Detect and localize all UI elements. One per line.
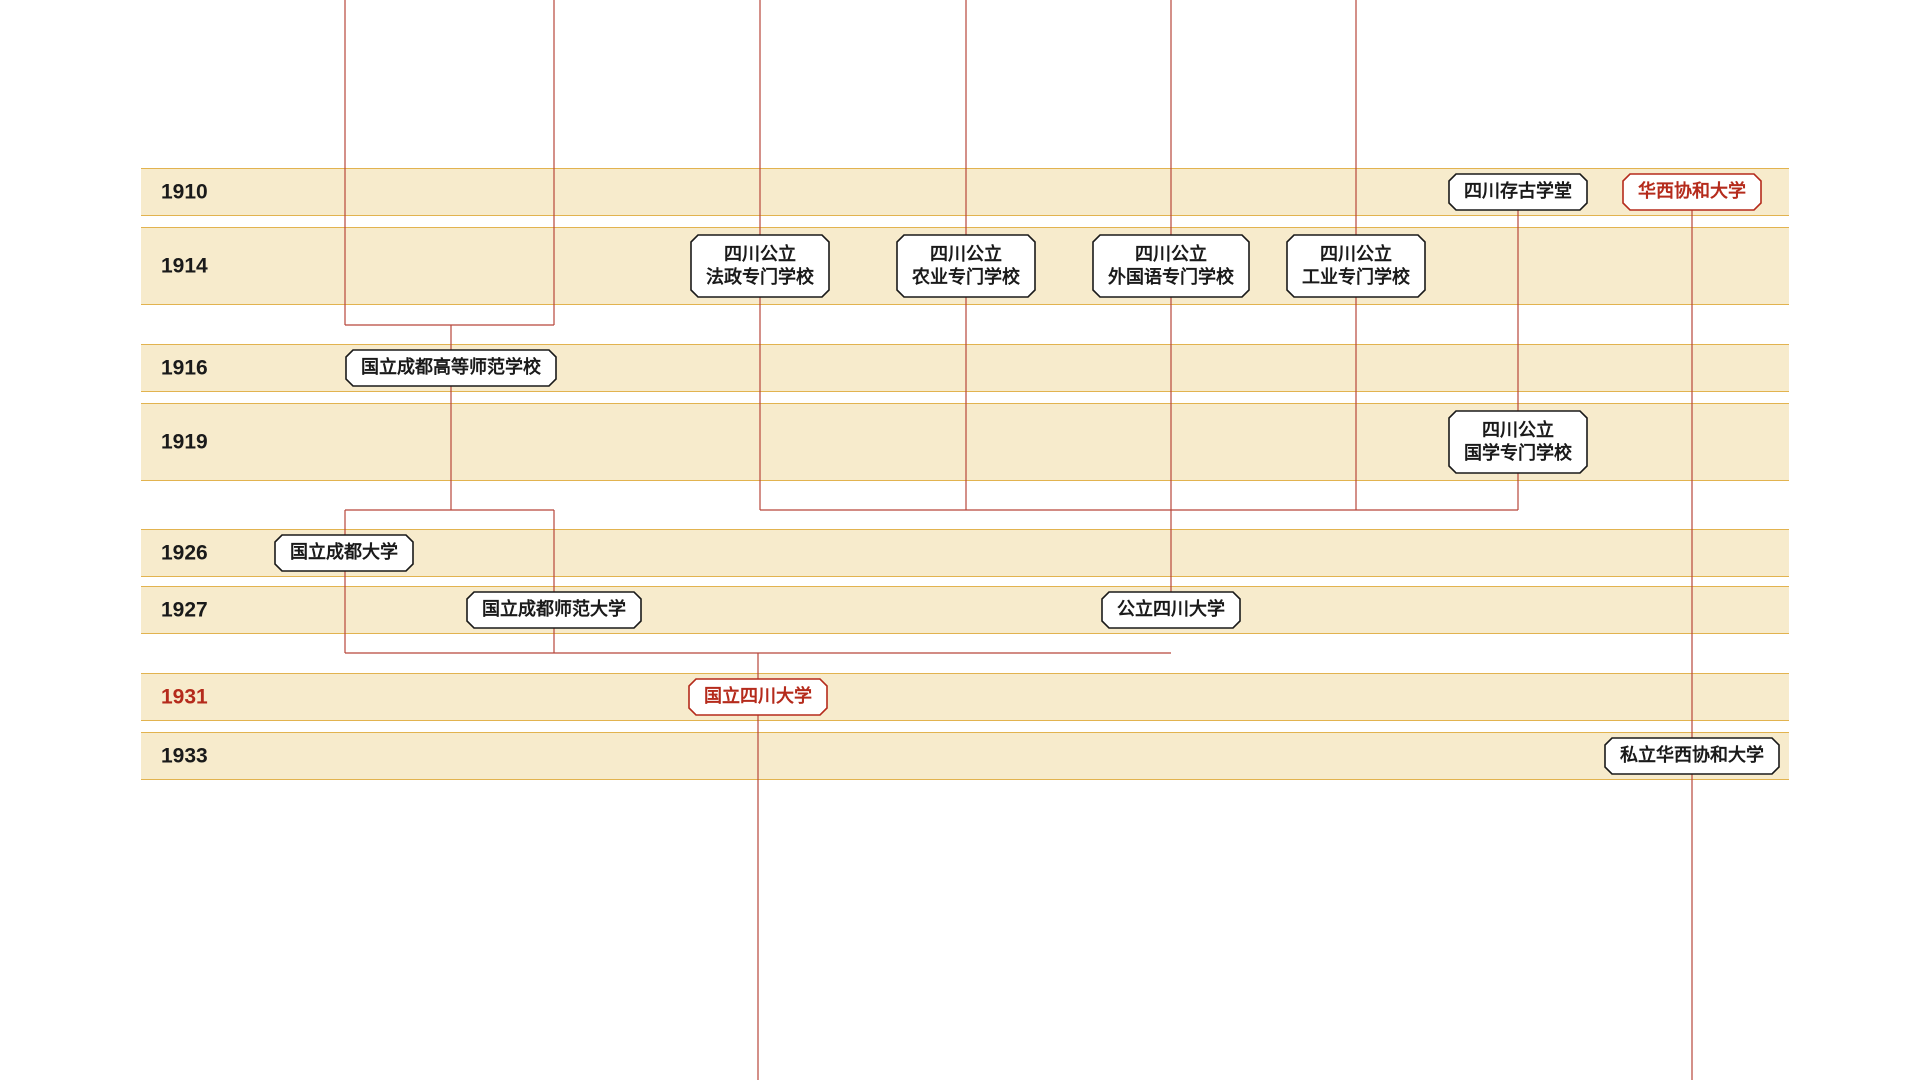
institution-node-fazheng: 四川公立法政专门学校 — [690, 234, 830, 298]
institution-name: 国立四川大学 — [689, 679, 827, 715]
institution-node-sili-huaxi: 私立华西协和大学 — [1604, 737, 1780, 775]
institution-node-nongye: 四川公立农业专门学校 — [896, 234, 1036, 298]
label-frame — [1448, 410, 1588, 474]
institution-name: 四川公立农业专门学校 — [897, 235, 1035, 297]
year-label-1914: 1914 — [161, 254, 208, 278]
institution-name-line: 四川公立 — [1135, 243, 1207, 265]
institution-node-cunggu: 四川存古学堂 — [1448, 173, 1588, 211]
label-frame — [690, 234, 830, 298]
institution-node-guoxue: 四川公立国学专门学校 — [1448, 410, 1588, 474]
institution-node-gaodeng-shifan: 国立成都高等师范学校 — [345, 349, 557, 387]
institution-node-gongli-sichuan: 公立四川大学 — [1101, 591, 1241, 629]
label-frame — [688, 678, 828, 716]
institution-name: 私立华西协和大学 — [1605, 738, 1779, 774]
institution-name-line: 国立成都师范大学 — [482, 599, 626, 621]
year-band-1927 — [141, 586, 1789, 634]
institution-name-line: 四川公立 — [930, 243, 1002, 265]
institution-name-line: 外国语专门学校 — [1108, 267, 1234, 288]
institution-name-line: 工业专门学校 — [1302, 267, 1410, 288]
label-frame — [896, 234, 1036, 298]
label-frame — [1092, 234, 1250, 298]
institution-name-line: 四川存古学堂 — [1464, 181, 1572, 203]
institution-name: 国立成都高等师范学校 — [346, 350, 556, 386]
institution-name-line: 国立四川大学 — [704, 686, 812, 708]
label-frame — [466, 591, 642, 629]
institution-name-line: 四川公立 — [1320, 243, 1392, 265]
institution-node-chengdu-shifan: 国立成都师范大学 — [466, 591, 642, 629]
institution-name-line: 国学专门学校 — [1464, 443, 1572, 464]
institution-name: 四川公立工业专门学校 — [1287, 235, 1425, 297]
label-frame — [345, 349, 557, 387]
institution-name-line: 法政专门学校 — [706, 267, 814, 288]
year-label-1926: 1926 — [161, 541, 208, 565]
year-band-1926 — [141, 529, 1789, 577]
institution-name-line: 农业专门学校 — [912, 267, 1020, 288]
institution-name: 四川公立国学专门学校 — [1449, 411, 1587, 473]
year-band-1931 — [141, 673, 1789, 721]
institution-name: 国立成都师范大学 — [467, 592, 641, 628]
year-label-1933: 1933 — [161, 744, 208, 768]
institution-name-line: 公立四川大学 — [1117, 599, 1225, 621]
year-label-1927: 1927 — [161, 598, 208, 622]
label-frame — [1622, 173, 1762, 211]
institution-name-line: 私立华西协和大学 — [1620, 745, 1764, 767]
institution-name: 四川存古学堂 — [1449, 174, 1587, 210]
year-label-1931: 1931 — [161, 685, 208, 709]
institution-name: 四川公立外国语专门学校 — [1093, 235, 1249, 297]
institution-node-sichuan-daxue: 国立四川大学 — [688, 678, 828, 716]
year-band-1933 — [141, 732, 1789, 780]
institution-node-waiguoyu: 四川公立外国语专门学校 — [1092, 234, 1250, 298]
institution-name: 四川公立法政专门学校 — [691, 235, 829, 297]
institution-name-line: 华西协和大学 — [1638, 181, 1746, 203]
institution-node-huaxi-union: 华西协和大学 — [1622, 173, 1762, 211]
label-frame — [1604, 737, 1780, 775]
institution-name: 公立四川大学 — [1102, 592, 1240, 628]
institution-name-line: 国立成都高等师范学校 — [361, 357, 541, 379]
institution-node-gongye: 四川公立工业专门学校 — [1286, 234, 1426, 298]
institution-node-chengdu-daxue: 国立成都大学 — [274, 534, 414, 572]
year-label-1916: 1916 — [161, 356, 208, 380]
institution-name-line: 四川公立 — [1482, 419, 1554, 441]
year-label-1910: 1910 — [161, 180, 208, 204]
label-frame — [274, 534, 414, 572]
label-frame — [1448, 173, 1588, 211]
institution-name: 华西协和大学 — [1623, 174, 1761, 210]
label-frame — [1286, 234, 1426, 298]
institution-name-line: 国立成都大学 — [290, 542, 398, 564]
label-frame — [1101, 591, 1241, 629]
institution-name: 国立成都大学 — [275, 535, 413, 571]
year-label-1919: 1919 — [161, 430, 208, 454]
institution-name-line: 四川公立 — [724, 243, 796, 265]
